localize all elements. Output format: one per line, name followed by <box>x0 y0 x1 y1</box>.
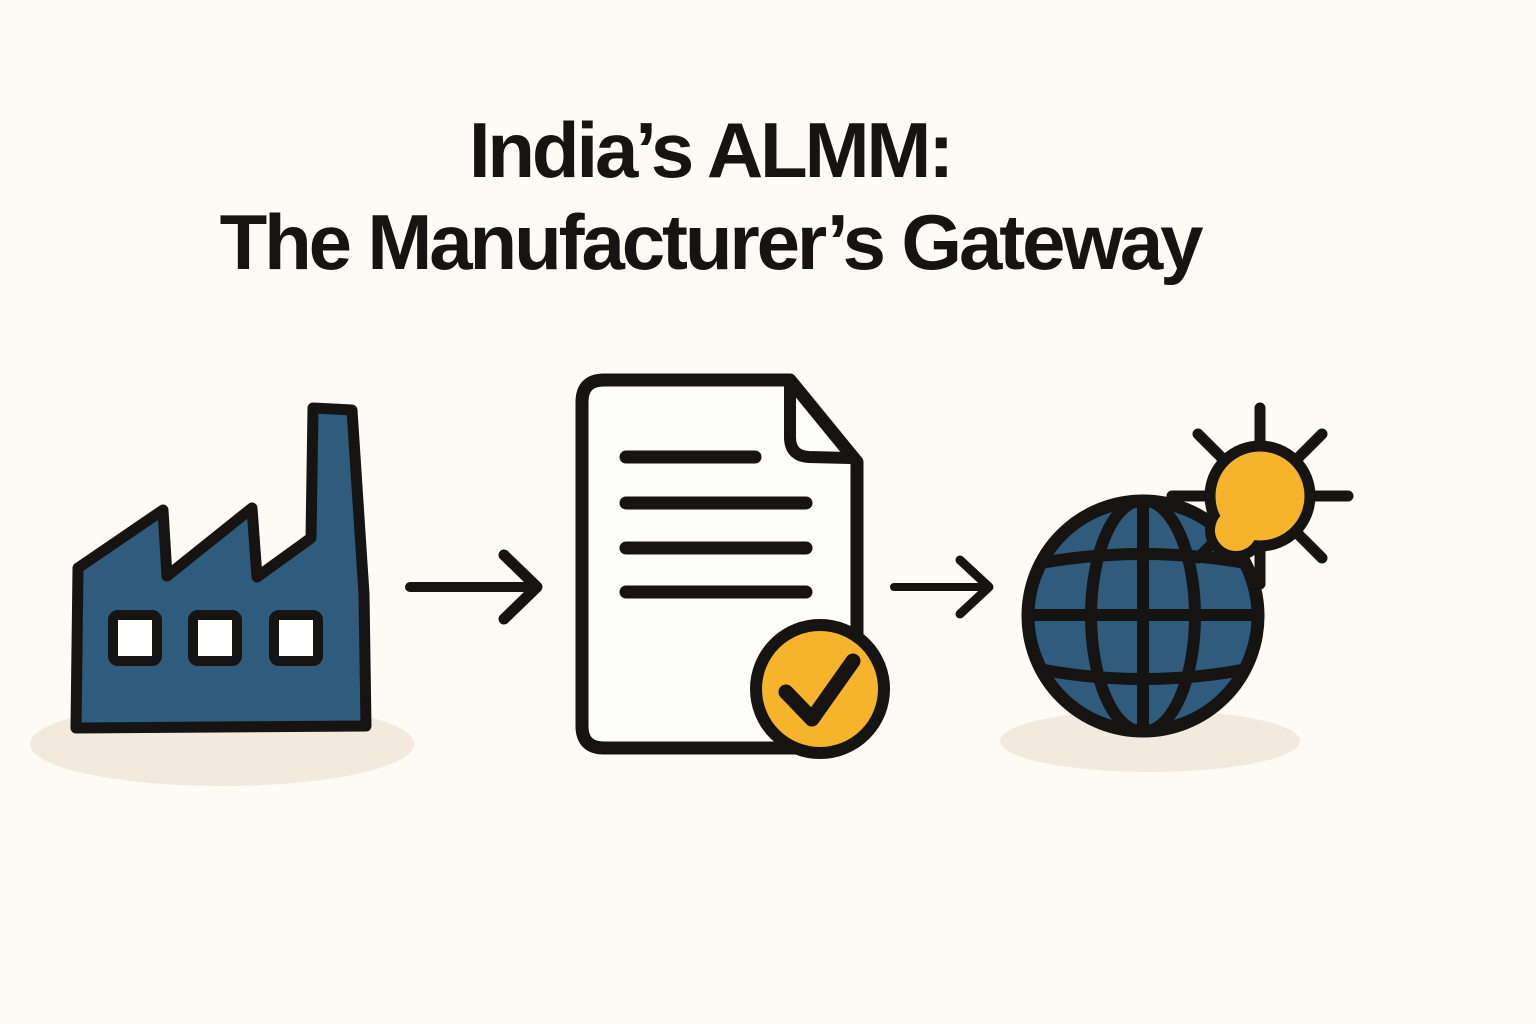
sun-flare-fill <box>1215 509 1257 551</box>
factory-window <box>108 610 162 666</box>
globe-shadow <box>1000 710 1300 772</box>
arrow-head <box>498 549 543 625</box>
globe-graticule <box>1028 501 1258 731</box>
arrow-right-icon <box>405 549 543 625</box>
globe-outline <box>1021 494 1265 738</box>
factory-icon <box>70 402 372 734</box>
check-circle <box>750 619 890 759</box>
globe-sun-icon <box>1021 402 1354 738</box>
document-fold-corner <box>784 378 856 464</box>
approved-document-icon <box>575 373 890 759</box>
arrow-head <box>955 555 994 619</box>
title-line-1: India’s ALMM: <box>468 106 954 194</box>
check-badge <box>750 619 890 759</box>
page-title: India’s ALMM: The Manufacturer’s Gateway <box>0 104 1420 288</box>
check-mark <box>778 653 861 727</box>
title-line-2: The Manufacturer’s Gateway <box>219 198 1204 286</box>
factory-body <box>70 402 372 734</box>
document-text-lines <box>619 450 813 599</box>
arrow-right-icon <box>890 555 994 619</box>
factory-window <box>188 610 242 666</box>
sun-icon <box>1166 402 1354 590</box>
factory-window <box>269 610 323 666</box>
